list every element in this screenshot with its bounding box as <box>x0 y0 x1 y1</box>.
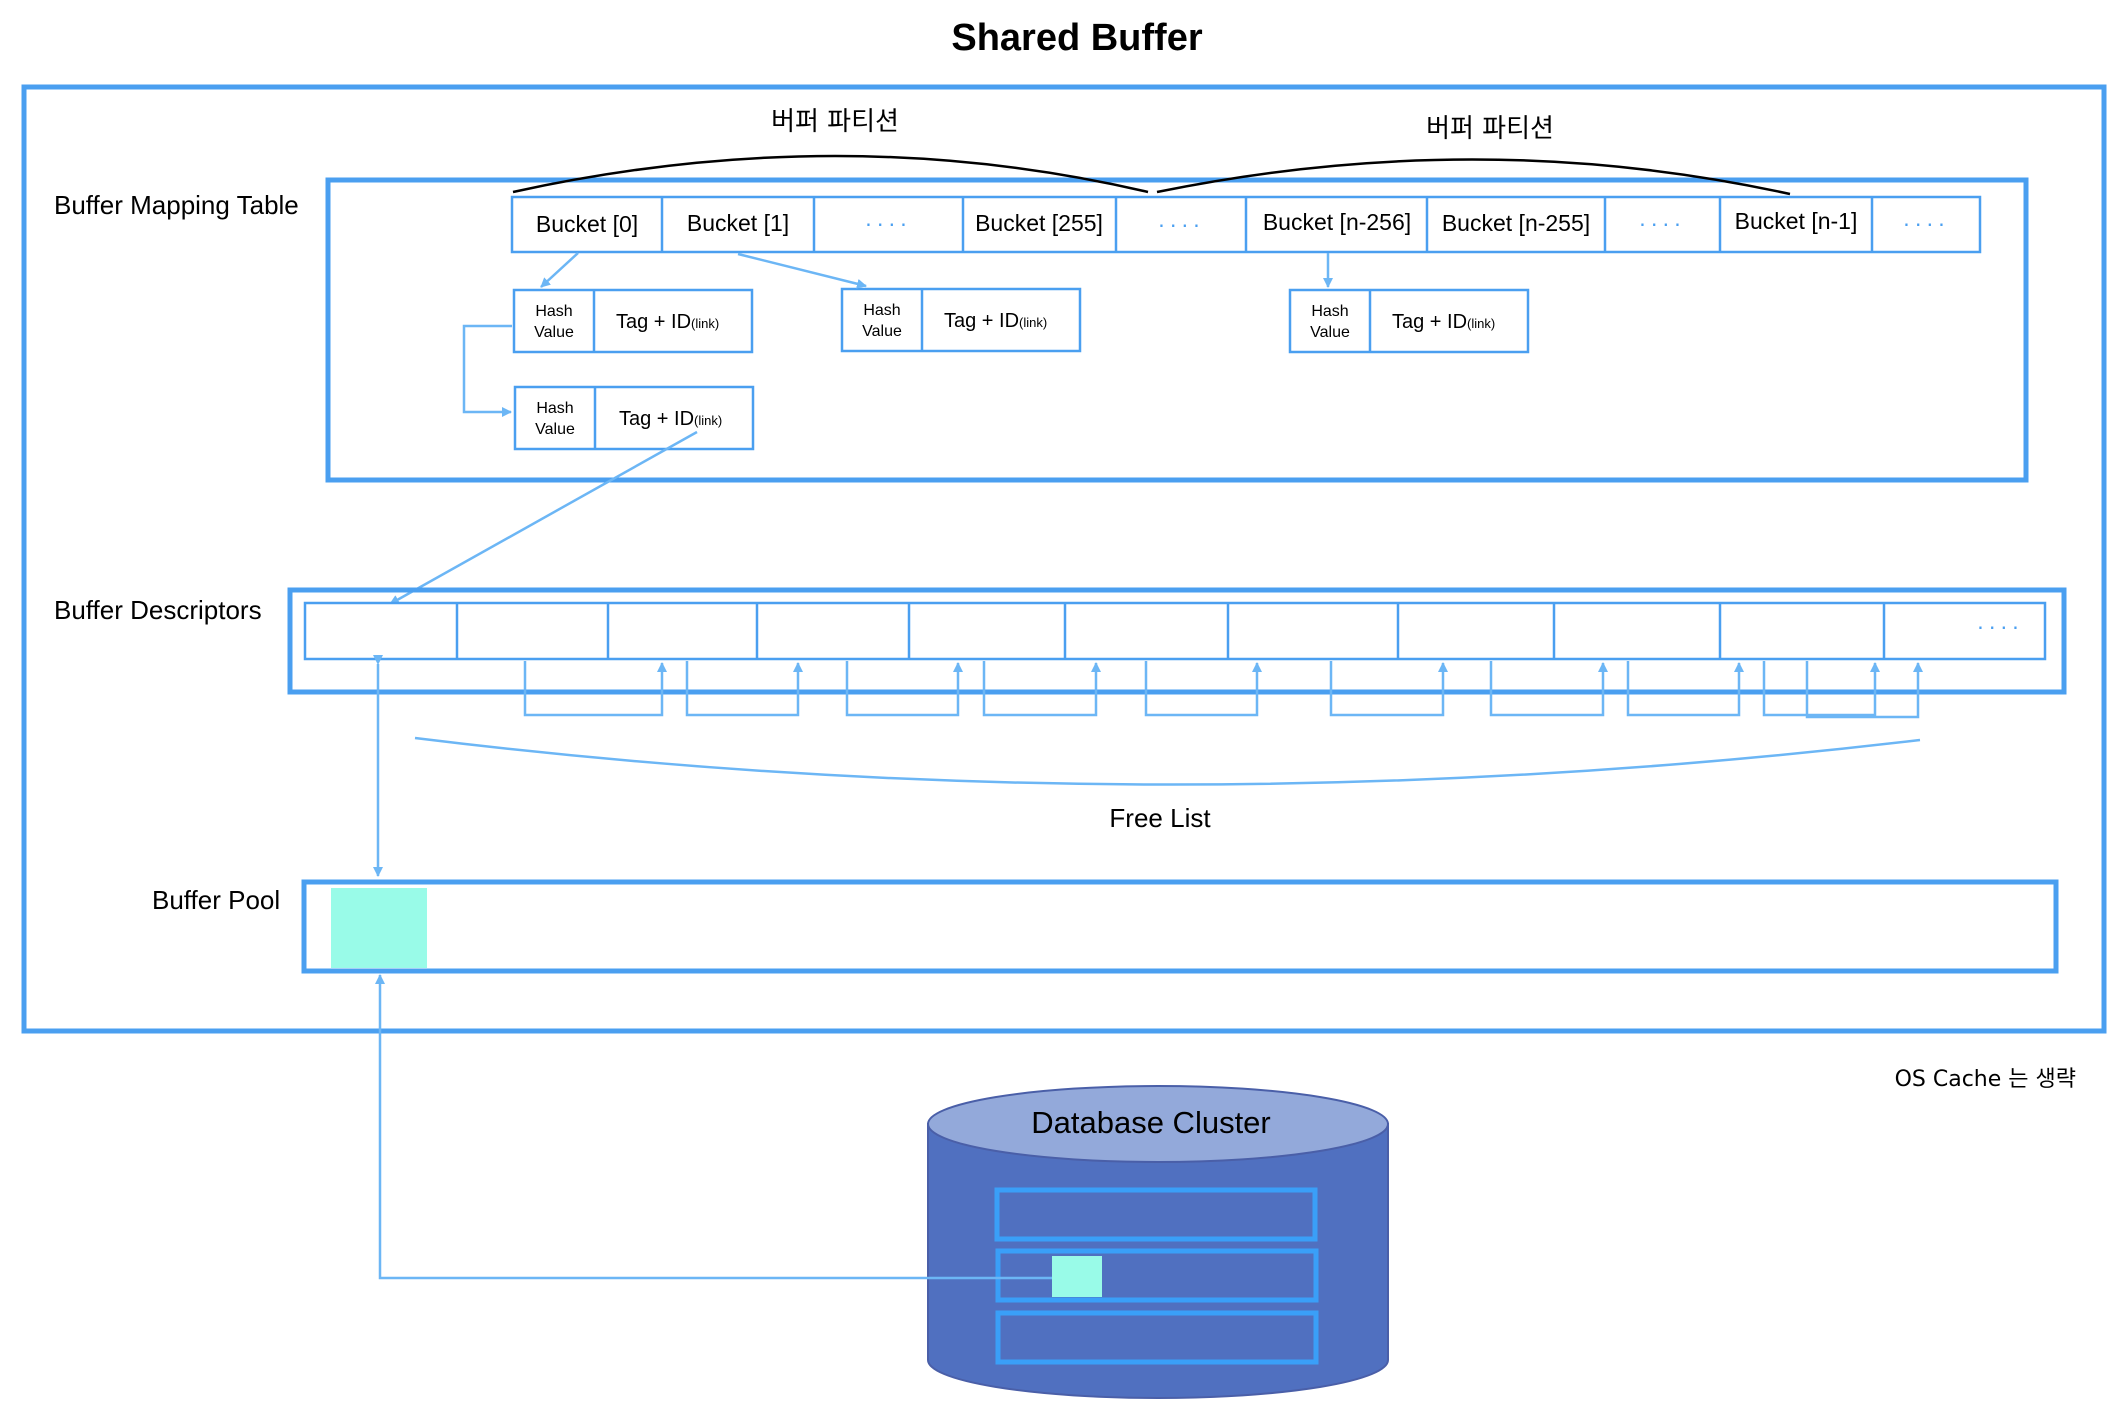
mapping-table-label: Buffer Mapping Table <box>54 190 299 220</box>
bucket-ellipsis-1: ···· <box>865 210 912 236</box>
bucket-n-1: Bucket [n-1] <box>1735 208 1858 234</box>
bucket-ellipsis-3: ···· <box>1639 210 1686 236</box>
bucket-1: Bucket [1] <box>687 210 789 236</box>
svg-text:Value: Value <box>862 323 902 340</box>
os-cache-note: OS Cache 는 생략 <box>1895 1067 2076 1092</box>
pool-frame <box>301 879 2059 974</box>
svg-text:Hash: Hash <box>535 303 572 320</box>
hash-entry-3: Hash Value Tag + ID(link) <box>1288 288 1530 354</box>
bucket-n-256: Bucket [n-256] <box>1263 209 1411 235</box>
svg-text:Value: Value <box>1310 324 1350 341</box>
db-segment-2 <box>995 1248 1319 1303</box>
pool-label: Buffer Pool <box>152 885 280 915</box>
arrow-db-pool <box>375 974 1052 1280</box>
partition-arc-2 <box>1156 158 1791 196</box>
free-list-brace <box>414 736 1921 786</box>
bucket-0: Bucket [0] <box>536 211 638 237</box>
partition-arc-1 <box>512 154 1149 194</box>
arrow-chain-link <box>462 324 512 417</box>
free-list-label: Free List <box>1109 803 1211 833</box>
hash-entry-1: Hash Value Tag + ID(link) <box>512 288 754 354</box>
bucket-n-255: Bucket [n-255] <box>1442 210 1590 236</box>
bucket-255: Bucket [255] <box>975 210 1103 236</box>
arrow-bucket0-entry <box>540 252 579 288</box>
svg-text:Hash: Hash <box>1311 303 1348 320</box>
bucket-ellipsis-4: ···· <box>1903 210 1950 236</box>
svg-text:Value: Value <box>535 421 575 438</box>
shared-buffer-frame <box>21 84 2107 1034</box>
hash-entry-2: Hash Value Tag + ID(link) <box>840 287 1082 353</box>
svg-text:Tag + ID(link): Tag + ID(link) <box>619 408 722 430</box>
database-cluster-label: Database Cluster <box>1031 1105 1271 1140</box>
db-page <box>1052 1256 1102 1297</box>
pool-page <box>331 888 427 968</box>
descriptor-ellipsis: ···· <box>1977 613 2024 639</box>
partition-label-2: 버퍼 파티션 <box>1426 114 1554 144</box>
svg-text:Hash: Hash <box>863 302 900 319</box>
mapping-table-frame <box>325 177 2029 483</box>
free-list-links <box>523 661 1923 719</box>
svg-text:Value: Value <box>534 324 574 341</box>
descriptors-label: Buffer Descriptors <box>54 595 262 625</box>
svg-text:Tag + ID(link): Tag + ID(link) <box>616 311 719 333</box>
arrow-entry-descriptor <box>389 430 698 606</box>
db-segment-3 <box>995 1310 1319 1365</box>
arrow-bucket1-entry <box>737 252 867 289</box>
bucket-ellipsis-2: ···· <box>1158 211 1205 237</box>
descriptor-row <box>303 601 2047 661</box>
descriptors-frame <box>287 587 2067 695</box>
svg-text:Tag + ID(link): Tag + ID(link) <box>944 310 1047 332</box>
hash-entry-4: Hash Value Tag + ID(link) <box>513 385 755 451</box>
svg-text:Tag + ID(link): Tag + ID(link) <box>1392 311 1495 333</box>
partition-label-1: 버퍼 파티션 <box>771 107 899 137</box>
bucket-row <box>510 195 1982 254</box>
svg-text:Hash: Hash <box>536 400 573 417</box>
db-segment-1 <box>994 1187 1318 1242</box>
diagram-title: Shared Buffer <box>951 17 1202 59</box>
